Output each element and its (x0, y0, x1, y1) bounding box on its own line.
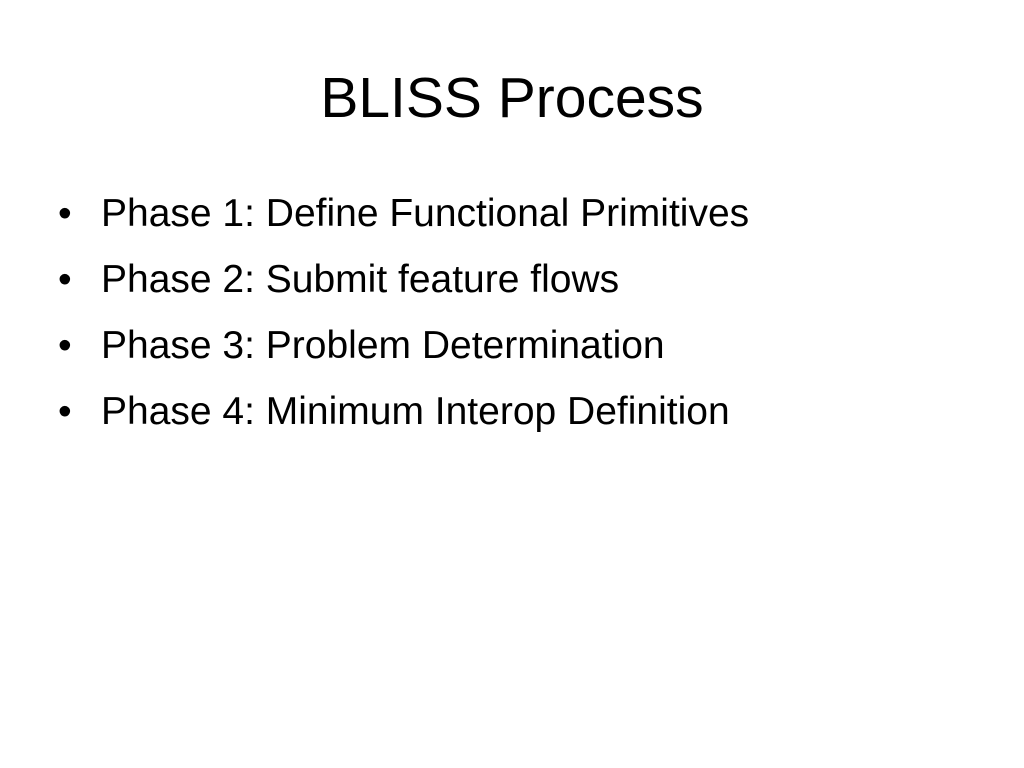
bullet-item-phase-4: • Phase 4: Minimum Interop Definition (58, 383, 978, 449)
bullet-point-icon: • (58, 258, 72, 301)
bullet-point-icon: • (58, 324, 72, 367)
bullet-item-phase-2: • Phase 2: Submit feature flows (58, 251, 978, 317)
bullet-text: Phase 4: Minimum Interop Definition (101, 390, 730, 433)
bullet-point-icon: • (58, 390, 72, 433)
bullet-point-icon: • (58, 192, 72, 235)
bullet-text: Phase 2: Submit feature flows (101, 258, 620, 301)
bullet-text: Phase 3: Problem Determination (101, 324, 665, 367)
slide-title: BLISS Process (320, 66, 704, 130)
bullet-list: • Phase 1: Define Functional Primitives … (58, 185, 978, 449)
bullet-text: Phase 1: Define Functional Primitives (101, 192, 750, 235)
bullet-item-phase-1: • Phase 1: Define Functional Primitives (58, 185, 978, 251)
bullet-item-phase-3: • Phase 3: Problem Determination (58, 317, 978, 383)
